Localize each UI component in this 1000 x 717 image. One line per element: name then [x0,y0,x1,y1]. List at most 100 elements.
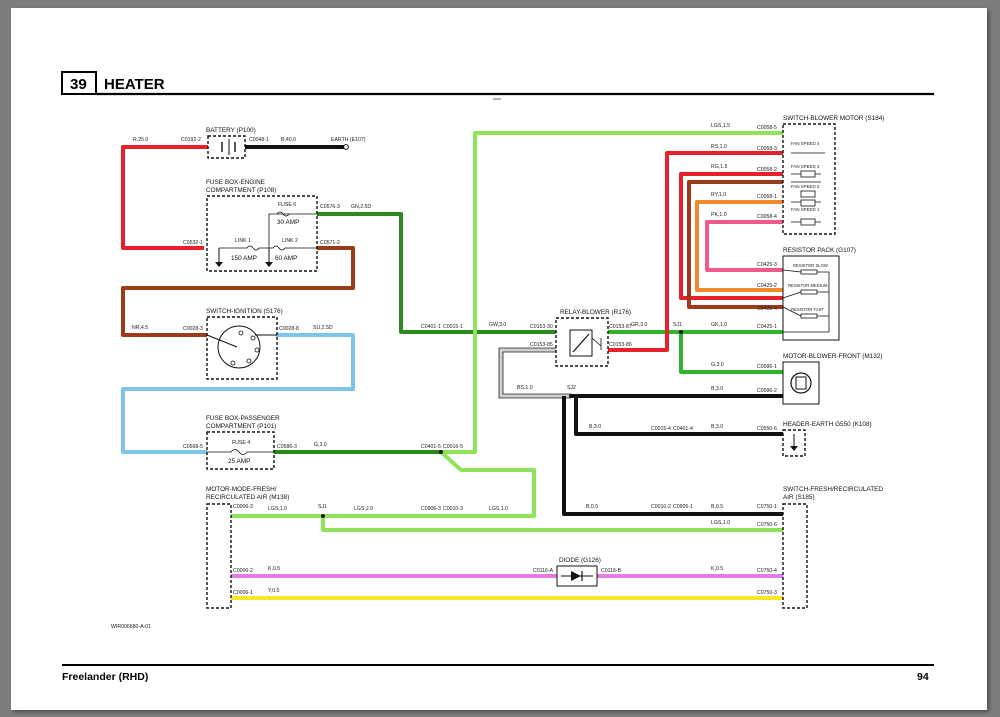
wire-label: LGS,1.0 [711,520,730,526]
wire-label: GN,2.5D [351,204,371,210]
link2-amp: 60 AMP [275,255,297,262]
header-earth-label: HEADER-EARTH G550 (K108) [783,421,872,428]
connector-label: C0568-5 [183,444,203,450]
relay-blower-label: RELAY-BLOWER (R176) [560,309,631,316]
ground-arrow-icon [265,262,273,267]
connector-label: C0571-2 [320,240,340,246]
fusebox-engine-box [206,195,318,272]
switch-ignition-box [206,316,278,380]
wire-grey-relay-earth [499,348,571,398]
connector-label: C0550-6 [757,426,777,432]
connector-label: C0586-3 [277,444,297,450]
wire-mid-green-motor [679,332,783,374]
wire-light-blue-ignition [121,333,355,454]
connector-label: C0058-2 [757,167,777,173]
switch-ignition: SWITCH-IGNITION (S176) [206,308,283,380]
relay-contact-icon [591,337,602,350]
connector-label: C0028-3 [183,326,203,332]
relay-blower: RELAY-BLOWER (R176) [555,309,631,367]
fusebox-passenger: FUSE BOX-PASSENGER COMPARTMENT (P101) FU… [206,415,280,470]
splice-label: SJ1 [318,504,327,510]
connector-label: C0058-4 [757,214,777,220]
ignition-switch-icon [217,325,261,369]
connector-label: C0058-5 [757,125,777,131]
wire-black-header-earth [574,396,783,436]
wire-orange-fan1 [695,200,783,292]
resistor-pack-label: RESISTOR PACK (G107) [783,247,856,254]
wire-dark-green-fuse6 [317,212,556,334]
connector-label: C0425-1 [757,324,777,330]
header-earth: HEADER-EARTH G550 (K108) [782,421,872,457]
footer-model: Freelander (RHD) [62,671,148,683]
wire-label-set: R,25.0 B,40.0 EARTH (E107) GN,2.5D NR,4.… [132,123,730,594]
connector-label: C0096-2 [757,388,777,394]
connector-label: C0096-1 [757,364,777,370]
wire-brown-fan2 [687,180,783,309]
wire-label: RG,1.5 [711,164,728,170]
section-number: 39 [70,76,87,93]
battery-box [207,135,246,159]
wire-pink-fan-slow [705,220,783,272]
connector-label: C0028-8 [279,326,299,332]
wiring-diagram: 39 HEATER [61,71,934,683]
connector-label: C0010-2 [651,504,671,510]
connector-label: C0006-1 [233,590,253,596]
wire-label: LGS,1.0 [268,506,287,512]
fusebox-engine-label-2: COMPARTMENT (P108) [206,187,276,194]
diode-label: DIODE (G126) [559,557,601,564]
resistor-wiring [782,269,830,333]
switch-blower-label: SWITCH-BLOWER MOTOR (S184) [783,115,884,122]
resistor-pack-box [782,255,840,341]
wire-label: LGS,2.0 [354,506,373,512]
splice-dot [679,330,683,334]
page-footer: Freelander (RHD) 94 [62,664,934,683]
link1-amp: 150 AMP [231,255,257,262]
motor-mode-label-1: MOTOR-MODE-FRESH/ [206,486,277,493]
res-medium-label: RESISTOR MEDIUM [788,283,828,288]
wire-label: BS,1.0 [517,385,533,391]
wire-label: EARTH (E107) [331,137,366,143]
connector-label: C0192-2 [181,137,201,143]
wire-label: RY,1.0 [711,192,726,198]
wire-label: NR,4.5 [132,325,148,331]
connector-label: C0153-30 [530,324,553,330]
relay-coil-icon [572,333,590,353]
resistor-icon [800,269,818,275]
res-slow-label: RESISTOR SLOW [793,263,828,268]
connector-label: C0048-1 [249,137,269,143]
connector-label: C0015-1 [443,324,463,330]
battery-label: BATTERY (P100) [206,127,256,134]
wires [121,131,783,600]
connector-label: C0425-3 [757,262,777,268]
wire-label: K,0.5 [711,566,723,572]
connector-label: C0116-A [533,568,554,574]
switch-fresh-recirc: SWITCH-FRESH/RECIRCULATED AIR (S185) [782,486,883,609]
drawing-reference: WIR006680-A-01 [111,624,151,630]
connector-label: C0750-3 [757,590,777,596]
switch-fresh-box [782,503,808,609]
fan3-label: FAN SPEED 3 [791,164,820,169]
wire-label: B,3.0 [589,424,601,430]
fuse6-label: FUSE 6 [278,202,296,208]
wire-red-battery [121,145,208,250]
motor-mode: MOTOR-MODE-FRESH/ RECIRCULATED AIR (M138… [206,486,289,609]
splice-points [321,330,683,518]
motor-mode-box [206,503,232,609]
link2-label: LINK 2 [282,238,298,244]
wire-label: R,25.0 [133,137,148,143]
connector-label: C0532-1 [183,240,203,246]
switch-ignition-label: SWITCH-IGNITION (S176) [206,308,283,315]
motor-blower-label: MOTOR-BLOWER-FRONT (M132) [783,353,883,360]
connector-label: C0576-3 [320,204,340,210]
connector-label: C0006-2 [233,568,253,574]
connector-label: C0750-6 [757,522,777,528]
connector-label: C0906-3 [421,506,441,512]
resistor-pack: RESISTOR PACK (G107) RESISTOR SLOW RESIS… [782,247,856,341]
wire-label: LGS,1.0 [489,506,508,512]
diode: DIODE (G126) [556,557,601,587]
switch-fresh-label-1: SWITCH-FRESH/RECIRCULATED [783,486,883,493]
wire-label: RS,1.0 [711,144,727,150]
connector-label: C0425-4 [757,306,777,312]
connector-label: C0905-1 [673,504,693,510]
relay-blower-box [555,317,609,367]
